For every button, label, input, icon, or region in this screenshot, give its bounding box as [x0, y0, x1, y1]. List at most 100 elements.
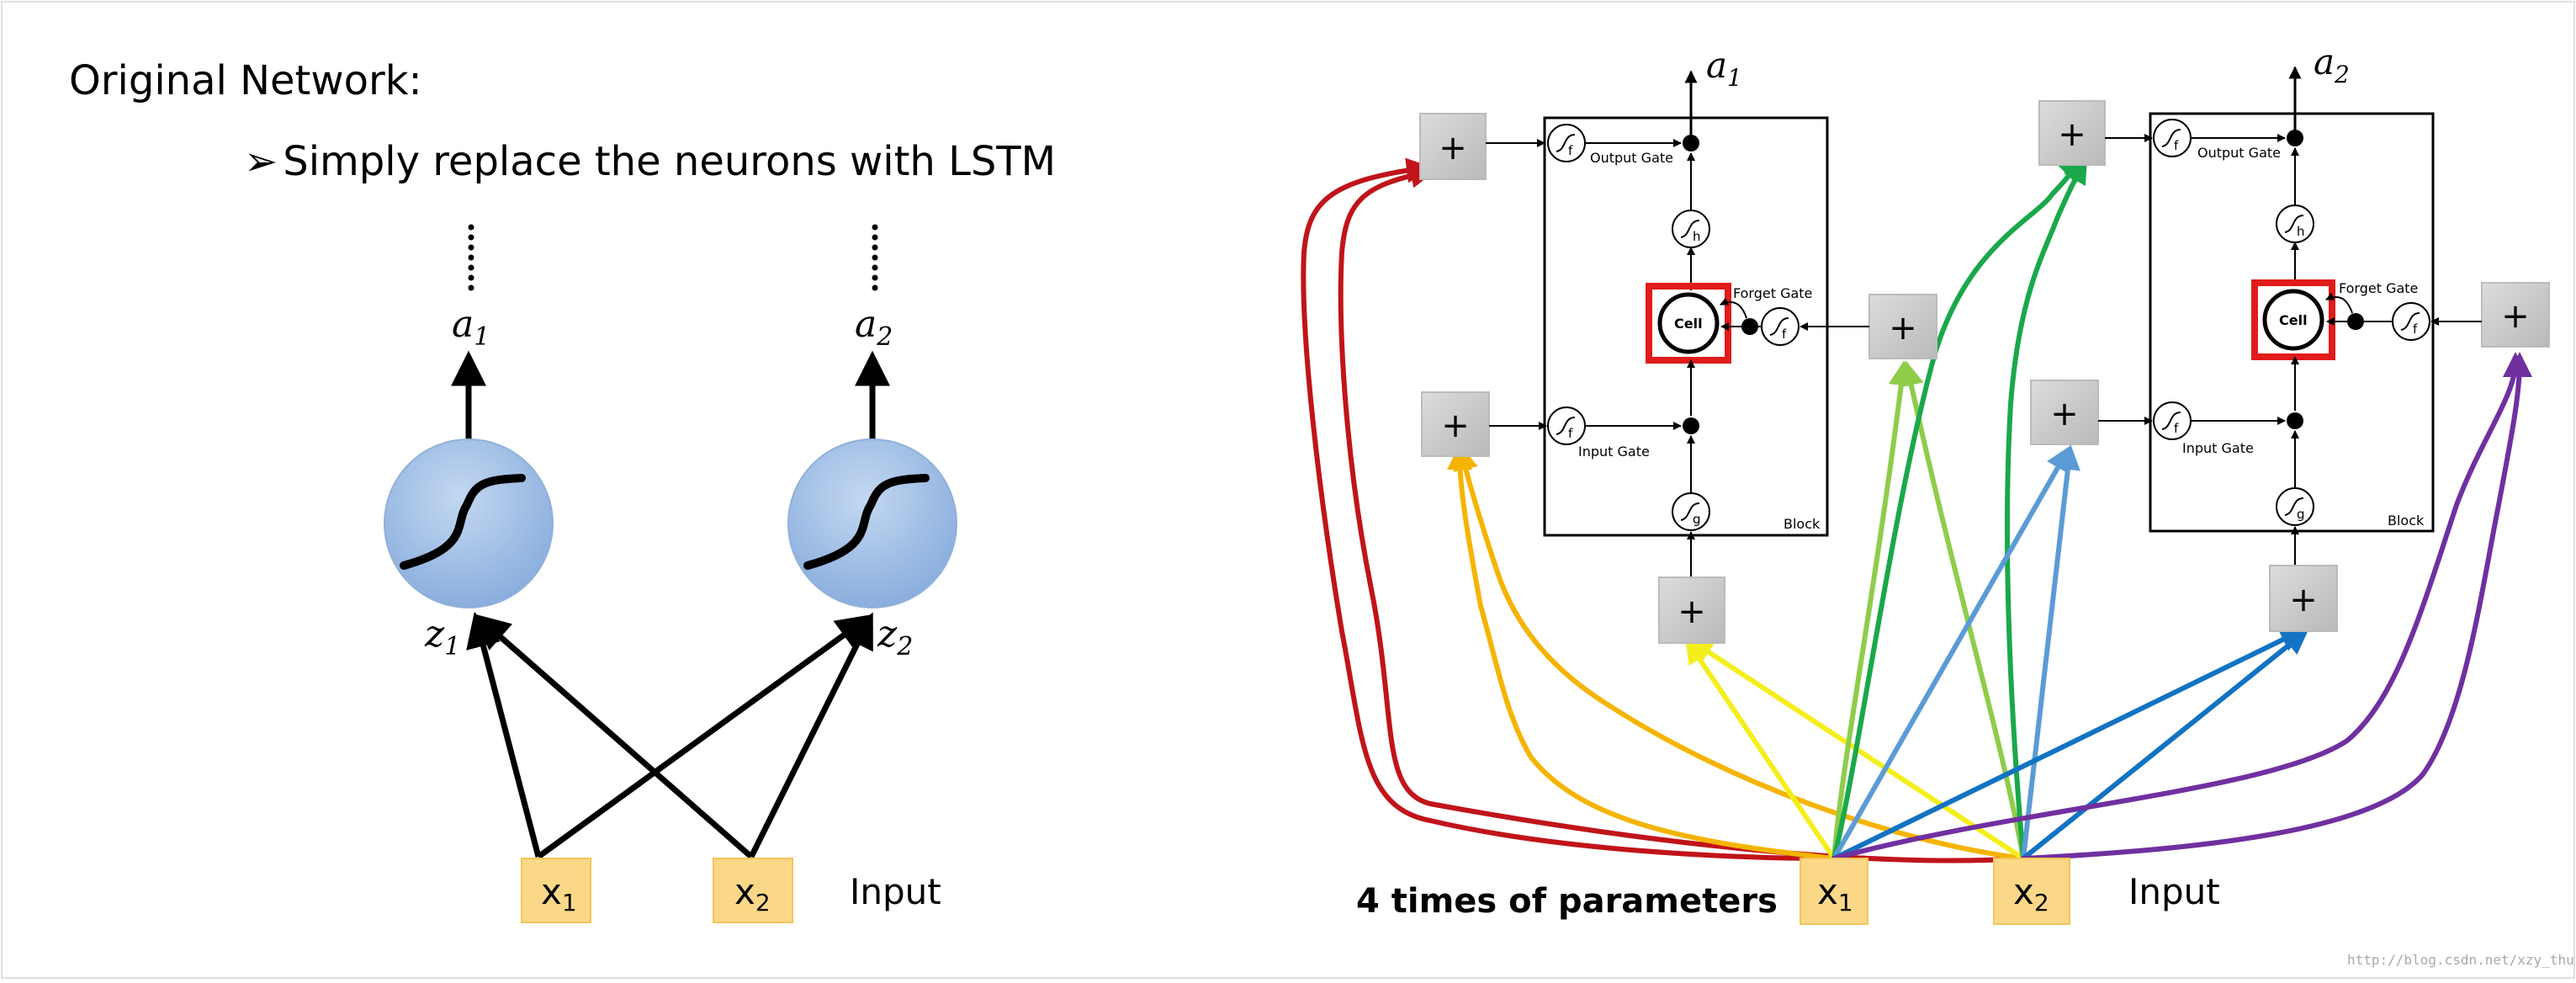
parameter-curves: [1301, 157, 2532, 863]
block1-input-mult-icon: [1683, 417, 1699, 434]
block1-cell: [1657, 292, 1720, 354]
block2-label: Block: [2388, 513, 2425, 529]
block1-cell-label: Cell: [1674, 316, 1703, 332]
block2-output-gate-label: Output Gate: [2197, 145, 2281, 161]
output-a1-label: a1: [452, 303, 490, 352]
block2-forget-mult-icon: [2347, 313, 2364, 330]
block2-input-mult-icon: [2287, 412, 2303, 429]
lightblue-arrow-x1: [1831, 445, 2070, 861]
block2-plus-input: +: [2030, 380, 2153, 445]
block1-g-icon: [1672, 492, 1710, 531]
input-z1-label: z1: [424, 613, 460, 662]
block2-output-gate-icon: [2153, 119, 2192, 157]
orange-curve-x1: [1447, 444, 1837, 861]
plus-icon: +: [2050, 395, 2079, 433]
svg-text:x1: x1: [1817, 871, 1853, 917]
bullet-text: ➢Simply replace the neurons with LSTM: [244, 138, 1056, 185]
ellipsis-dots-1: [468, 224, 474, 291]
left-input-label: Input: [850, 871, 941, 912]
neuron-1: [384, 438, 554, 608]
block2-plus-output: +: [2038, 100, 2153, 166]
block1-output-label: a1: [1706, 45, 1742, 92]
x1-to-z2-arrow: [536, 614, 872, 859]
left-input-x2: x2: [713, 858, 793, 923]
left-input-x1: x1: [521, 858, 591, 923]
block2-output-gate-symbol: f: [2174, 138, 2179, 153]
lightblue-arrow-x2: [2021, 444, 2080, 861]
block1-h-symbol: h: [1693, 229, 1701, 244]
neuron-2: [787, 438, 957, 608]
plus-icon: +: [1439, 129, 1467, 167]
block2-h-symbol: h: [2297, 224, 2305, 239]
lstm-block-1: a1 f Output Gate h Cell f Forget Gate f: [1543, 45, 1829, 577]
block1-input-gate-icon: [1547, 406, 1586, 445]
block2-forget-gate-icon: [2392, 302, 2430, 341]
block2-input-gate-icon: [2153, 401, 2192, 440]
x1-to-z1-arrow: [466, 611, 542, 858]
right-input-label: Input: [2128, 871, 2220, 912]
block1-h-icon: [1672, 210, 1710, 248]
block2-forget-gate-label: Forget Gate: [2339, 280, 2418, 296]
block1-output-gate-icon: [1547, 124, 1586, 162]
page-title: Original Network:: [69, 57, 422, 104]
block1-forget-gate-symbol: f: [1782, 327, 1787, 342]
red-curve-x1: [1301, 157, 1837, 861]
svg-text:x1: x1: [541, 871, 577, 917]
right-input-x2: x2: [1993, 858, 2070, 925]
plus-icon: +: [1889, 309, 1917, 348]
block2-h-icon: [2276, 205, 2314, 243]
sigmoid-icon: [400, 474, 526, 570]
blue-arrow-x2: [2021, 629, 2309, 861]
lightgreen-curve-x1: [1831, 360, 1914, 861]
block2-input-gate-label: Input Gate: [2182, 440, 2254, 456]
orange-curve-x2: [1453, 444, 2026, 861]
block1-forget-gate-icon: [1761, 307, 1799, 346]
block1-g-symbol: g: [1693, 512, 1701, 527]
block2-cell-label: Cell: [2279, 312, 2308, 328]
block2-output-mult-icon: [2287, 130, 2303, 146]
svg-text:x2: x2: [734, 871, 771, 917]
lightgreen-curve-x2: [1899, 360, 2026, 861]
block2-output-label: a2: [2314, 41, 2350, 88]
block1-output-mult-icon: [1683, 135, 1699, 151]
x2-to-z1-arrow: [474, 614, 754, 859]
block1-output-gate-label: Output Gate: [1590, 150, 1673, 166]
block2-forget-gate-symbol: f: [2413, 321, 2418, 337]
blue-arrow-x1: [1831, 628, 2306, 861]
parameters-caption: 4 times of parameters: [1356, 882, 1778, 921]
plus-icon: +: [2501, 297, 2530, 336]
green-curve-x2: [2004, 157, 2088, 861]
plus-icon: +: [2289, 581, 2318, 619]
right-input-x1: x1: [1799, 858, 1868, 925]
sigmoid-icon: [803, 474, 930, 570]
ellipsis-dots-2: [872, 224, 878, 291]
block1-plus-input: +: [1421, 391, 1547, 457]
plus-icon: +: [2058, 115, 2086, 154]
block2-g-symbol: g: [2297, 507, 2305, 522]
bullet-arrow-icon: ➢: [244, 138, 278, 185]
lstm-block-2: a2 f Output Gate h Cell f Forget Gate f: [2149, 41, 2435, 572]
input-z2-label: z2: [877, 613, 913, 662]
bullet-label: Simply replace the neurons with LSTM: [283, 138, 1056, 185]
output-a2-label: a2: [855, 303, 893, 352]
svg-text:x2: x2: [2013, 871, 2049, 917]
block1-label: Block: [1784, 516, 1821, 532]
block1-forget-gate-label: Forget Gate: [1733, 285, 1812, 301]
block1-plus-output: +: [1419, 113, 1545, 180]
block1-plus-forget: +: [1799, 294, 1937, 359]
block2-plus-forget: +: [2430, 282, 2550, 348]
block2-plus-g: +: [2269, 565, 2338, 632]
left-connections: [466, 611, 873, 859]
yellow-arrow-x2: [1687, 638, 2026, 861]
watermark-text: http://blog.csdn.net/xzy_thu: [2347, 952, 2574, 968]
purple-curve-x1: [1831, 352, 2528, 861]
green-curve-x1: [1831, 157, 2086, 861]
plus-icon: +: [1441, 406, 1470, 445]
block1-forget-mult-icon: [1741, 318, 1758, 335]
block2-g-icon: [2276, 487, 2314, 526]
block1-plus-g: +: [1658, 577, 1725, 644]
plus-icon: +: [1678, 592, 1706, 631]
